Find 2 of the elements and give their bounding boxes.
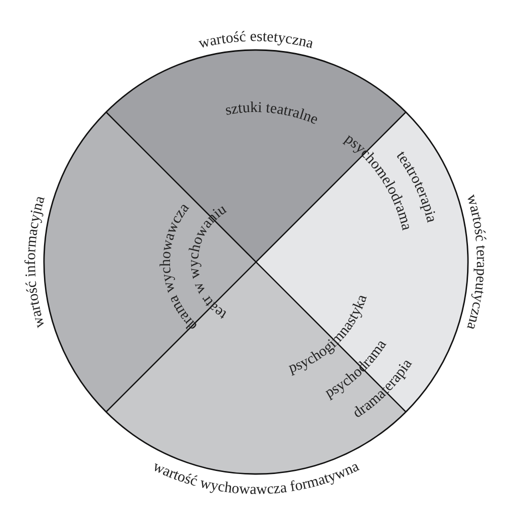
curved-label: sztuki teatralne [224,100,320,128]
value-label: wartość estetyczna [197,28,315,52]
